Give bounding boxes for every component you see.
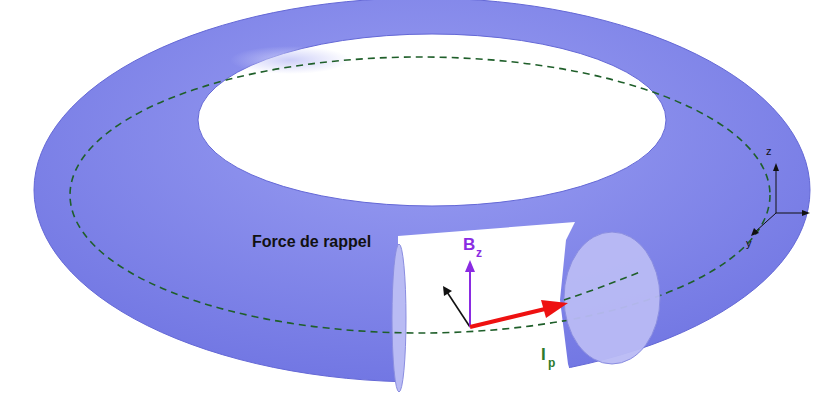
bz-label: B [463, 236, 475, 253]
centerline-face [564, 272, 640, 300]
cut-gap [398, 222, 578, 397]
centerline [70, 57, 770, 333]
axes [751, 163, 810, 236]
force-head [443, 286, 452, 296]
bz-head [465, 260, 475, 272]
right-cut-face [564, 232, 660, 364]
highlight [230, 46, 350, 74]
axis-label: z [766, 146, 772, 157]
bz-subscript: z [476, 247, 482, 259]
force-arrow [447, 292, 470, 327]
bz-arrow [469, 270, 471, 327]
ip-arrow [470, 309, 545, 327]
left-cut-face [392, 244, 406, 392]
axis-label: y [746, 238, 752, 249]
ip-subscript: p [548, 357, 555, 369]
ip-label: I [541, 346, 546, 363]
ip-head [541, 300, 568, 318]
force-label: Force de rappel [252, 234, 371, 250]
